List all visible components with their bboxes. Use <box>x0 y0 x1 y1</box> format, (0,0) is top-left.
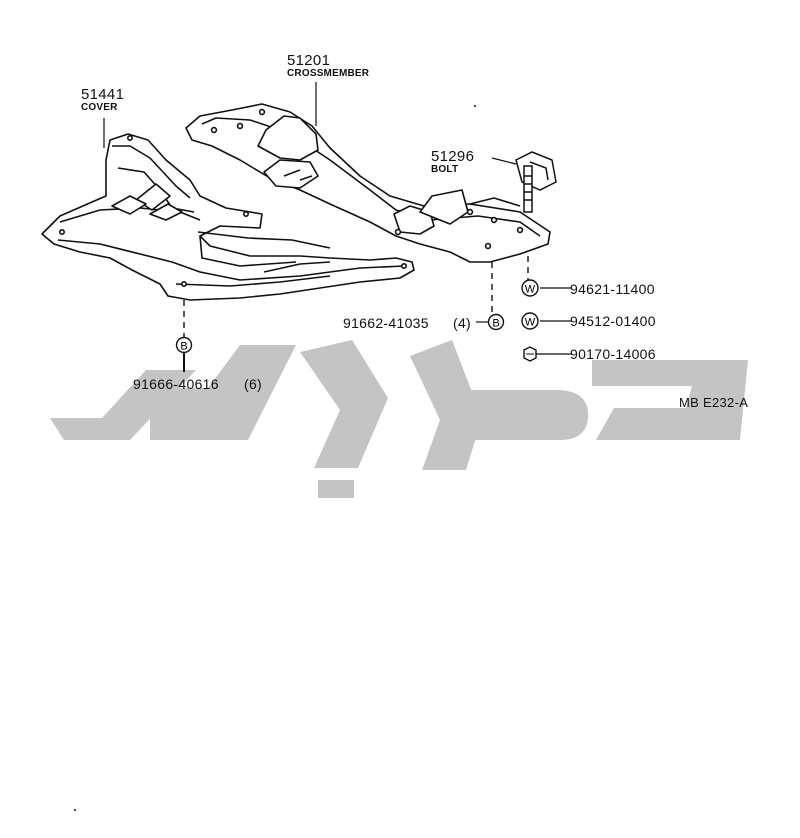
bolt-b4-quantity: (4) <box>453 315 472 331</box>
stray-dot <box>74 809 76 811</box>
cover-part-name: COVER <box>81 102 118 113</box>
crossmember-part-name: CROSSMEMBER <box>287 68 370 79</box>
cover-part-number: 51441 <box>81 86 125 103</box>
stray-dot <box>474 105 476 107</box>
bolt-b4-symbol: B <box>487 313 505 331</box>
washer-b-part-number: 94512-01400 <box>570 313 656 329</box>
bolt-b4-part-number: 91662-41035 <box>343 315 429 331</box>
bolt-b6-symbol: B <box>175 336 193 354</box>
bolt-b4-marker: B <box>492 318 499 330</box>
washer-a-part-number: 94621-11400 <box>570 281 655 297</box>
bolt-drawing <box>515 151 557 213</box>
watermark-logo <box>50 340 748 498</box>
bolt-b6-quantity: (6) <box>244 376 263 392</box>
washer-a-symbol: W <box>521 279 539 297</box>
crossmember-part-number: 51201 <box>287 52 331 69</box>
bolt-b6-part-number: 91666-40616 <box>133 376 219 392</box>
bolt-b6-marker: B <box>180 341 187 353</box>
nut-symbol <box>523 346 537 362</box>
diagram-code: MB E232-A <box>679 395 749 410</box>
bolt-part-name: BOLT <box>431 164 459 175</box>
nut-part-number: 90170-14006 <box>570 346 656 362</box>
bolt-part-number: 51296 <box>431 148 475 165</box>
hardware-axes <box>183 256 529 338</box>
washer-a-marker: W <box>525 284 536 296</box>
cover-drawing <box>41 133 415 301</box>
crossmember-drawing <box>185 103 551 263</box>
washer-b-symbol: W <box>521 312 539 330</box>
leader-lines <box>103 82 572 355</box>
washer-b-marker: W <box>525 317 536 329</box>
